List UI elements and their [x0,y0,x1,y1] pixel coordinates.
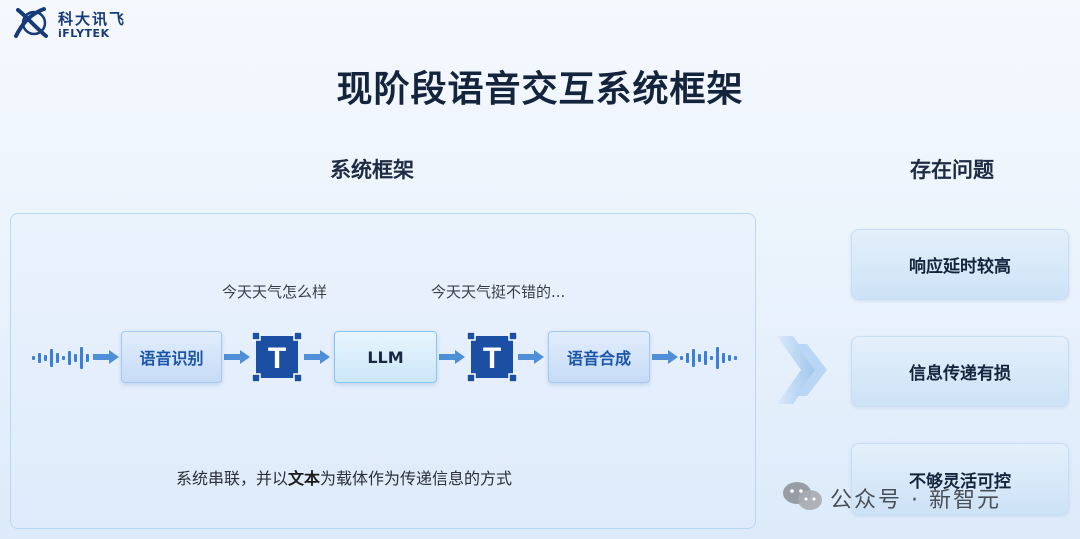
reply-text: 今天天气挺不错的... [431,283,566,301]
arrow-right-icon [304,350,330,364]
user-query-text: 今天天气怎么样 [222,283,328,301]
arrow-right-icon [93,350,119,364]
note-emphasis: 文本 [288,469,321,488]
output-soundwave-icon [680,347,737,369]
existing-problems-heading: 存在问题 [910,158,994,182]
token-label: T [268,342,286,375]
wechat-icon [783,482,822,510]
issue-card: 响应延时较高 [851,229,1069,300]
watermark: 公众号 · 新智元 [782,478,1072,514]
input-soundwave-icon [32,347,89,369]
company-logo: 科大讯飞 iFLYTEK [12,6,142,42]
text-token-icon: T [252,332,302,382]
speech-recognition-box: 语音识别 [121,331,222,383]
iflytek-logo-mark-icon [14,7,48,38]
text-token-icon: T [467,332,517,382]
framework-description: 系统串联，并以文本为载体作为传递信息的方式 [176,465,512,489]
chevron-right-icon [777,336,827,404]
issue-card: 不够灵活可控 [851,443,1069,515]
watermark-text: 公众号 · 新智元 [830,488,1001,513]
issue-card: 信息传递有损 [851,336,1069,407]
system-framework-heading: 系统框架 [330,158,414,182]
note-after: 为载体作为传递信息的方式 [320,469,513,488]
arrow-right-icon [224,350,250,364]
logo-english-text: iFLYTEK [58,27,110,40]
page-title: 现阶段语音交互系统框架 [336,69,744,110]
arrow-right-icon [439,350,465,364]
llm-box: LLM [334,331,437,383]
logo-chinese-text: 科大讯飞 [58,10,127,28]
speech-synthesis-box: 语音合成 [548,331,650,383]
arrow-right-icon [652,350,678,364]
token-label: T [483,342,501,375]
arrow-right-icon [518,350,544,364]
note-before: 系统串联，并以 [176,469,289,488]
